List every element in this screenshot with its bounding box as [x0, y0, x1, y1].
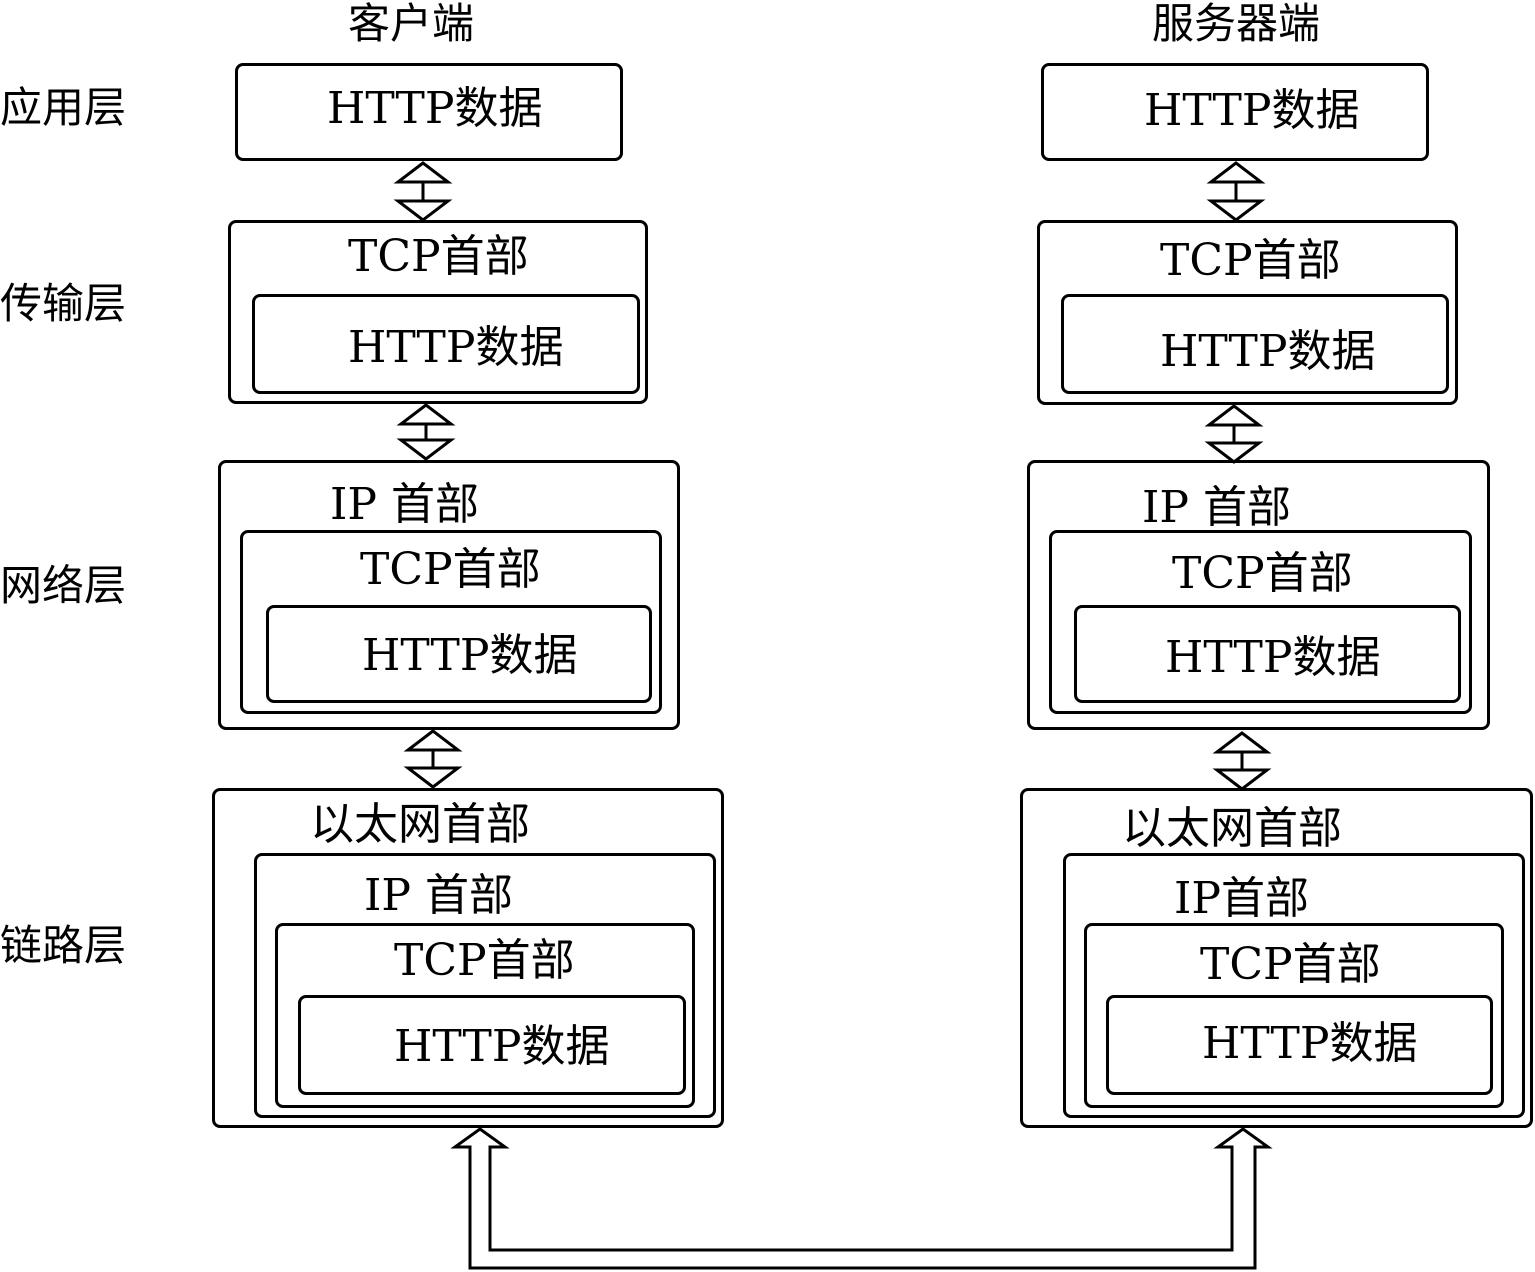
server-transport-network-arrow — [1204, 404, 1264, 464]
client-transport-tcp-label: TCP首部 — [348, 231, 529, 282]
client-network-ip-label: IP 首部 — [330, 479, 479, 530]
server-transport-http-label: HTTP数据 — [1160, 326, 1376, 377]
server-transport-http-box — [1061, 294, 1449, 394]
server-app-transport-arrow — [1206, 161, 1266, 222]
layer-label-transport: 传输层 — [0, 279, 127, 328]
server-network-ip-label: IP 首部 — [1142, 482, 1291, 533]
server-link-http-label: HTTP数据 — [1202, 1018, 1418, 1069]
client-app-transport-arrow — [393, 161, 453, 222]
physical-link-channel — [450, 1127, 1273, 1270]
server-application-http-box — [1041, 63, 1429, 161]
client-transport-http-label: HTTP数据 — [348, 322, 564, 373]
server-network-http-label: HTTP数据 — [1165, 632, 1381, 683]
server-link-tcp-label: TCP首部 — [1200, 939, 1381, 990]
client-network-http-box — [266, 605, 652, 703]
server-link-ip-label: IP首部 — [1174, 873, 1309, 924]
server-transport-tcp-label: TCP首部 — [1160, 235, 1341, 286]
client-transport-network-arrow — [396, 403, 456, 461]
client-link-http-label: HTTP数据 — [394, 1021, 610, 1072]
layer-label-link: 链路层 — [0, 921, 127, 970]
layer-label-network: 网络层 — [0, 561, 127, 610]
server-network-http-box — [1074, 605, 1461, 703]
client-link-http-box — [298, 995, 686, 1095]
client-column-title: 客户端 — [348, 0, 475, 48]
client-network-link-arrow — [403, 729, 463, 789]
server-network-link-arrow — [1212, 731, 1272, 791]
layer-label-application: 应用层 — [0, 83, 127, 132]
server-column-title: 服务器端 — [1152, 0, 1321, 48]
server-link-http-box — [1106, 995, 1493, 1095]
server-link-ethernet-label: 以太网首部 — [1122, 803, 1342, 854]
client-transport-http-box — [252, 294, 640, 394]
client-link-tcp-label: TCP首部 — [394, 935, 575, 986]
client-application-http-label: HTTP数据 — [327, 83, 543, 134]
client-link-ip-label: IP 首部 — [364, 870, 513, 921]
client-link-ethernet-label: 以太网首部 — [310, 799, 530, 850]
client-application-http-box — [235, 63, 623, 161]
server-network-tcp-label: TCP首部 — [1172, 548, 1353, 599]
server-application-http-label: HTTP数据 — [1144, 85, 1360, 136]
client-network-tcp-label: TCP首部 — [360, 544, 541, 595]
client-network-http-label: HTTP数据 — [362, 630, 578, 681]
